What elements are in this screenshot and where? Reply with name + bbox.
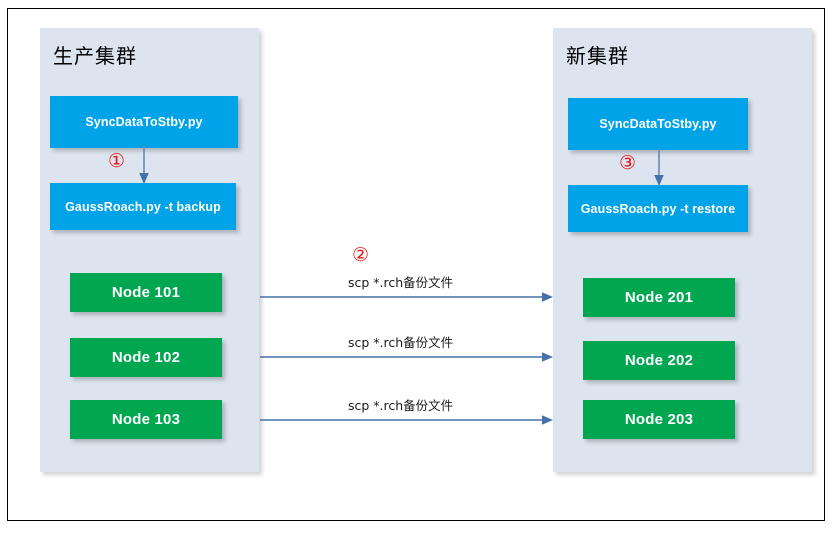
step-marker-2: ② xyxy=(352,244,370,266)
scp-transfer-row: scp *.rch备份文件 xyxy=(260,332,555,362)
target-flow-arrow-down-icon xyxy=(650,148,668,188)
step-marker-3: ③ xyxy=(619,152,637,174)
source-node-box[interactable]: Node 102 xyxy=(70,338,222,377)
source-node-box[interactable]: Node 103 xyxy=(70,400,222,439)
target-node-box[interactable]: Node 203 xyxy=(583,400,735,439)
scp-transfer-arrow-icon xyxy=(260,352,553,362)
scp-transfer-row: scp *.rch备份文件 xyxy=(260,395,555,425)
scp-transfer-arrow-icon xyxy=(260,292,553,302)
target-restore-script-box[interactable]: GaussRoach.py -t restore xyxy=(568,185,748,232)
target-sync-script-box[interactable]: SyncDataToStby.py xyxy=(568,98,748,150)
source-cluster-title: 生产集群 xyxy=(53,44,137,68)
source-flow-arrow-down-icon xyxy=(135,146,153,186)
target-cluster-title: 新集群 xyxy=(566,44,629,68)
scp-transfer-label: scp *.rch备份文件 xyxy=(348,398,454,413)
source-node-box[interactable]: Node 101 xyxy=(70,273,222,312)
scp-transfer-row: scp *.rch备份文件 xyxy=(260,272,555,302)
scp-transfer-label: scp *.rch备份文件 xyxy=(348,275,454,290)
scp-transfer-arrow-icon xyxy=(260,415,553,425)
step-marker-1: ① xyxy=(108,150,126,172)
source-backup-script-box[interactable]: GaussRoach.py -t backup xyxy=(50,183,236,230)
target-node-box[interactable]: Node 201 xyxy=(583,278,735,317)
source-sync-script-box[interactable]: SyncDataToStby.py xyxy=(50,96,238,148)
target-node-box[interactable]: Node 202 xyxy=(583,341,735,380)
scp-transfer-label: scp *.rch备份文件 xyxy=(348,335,454,350)
